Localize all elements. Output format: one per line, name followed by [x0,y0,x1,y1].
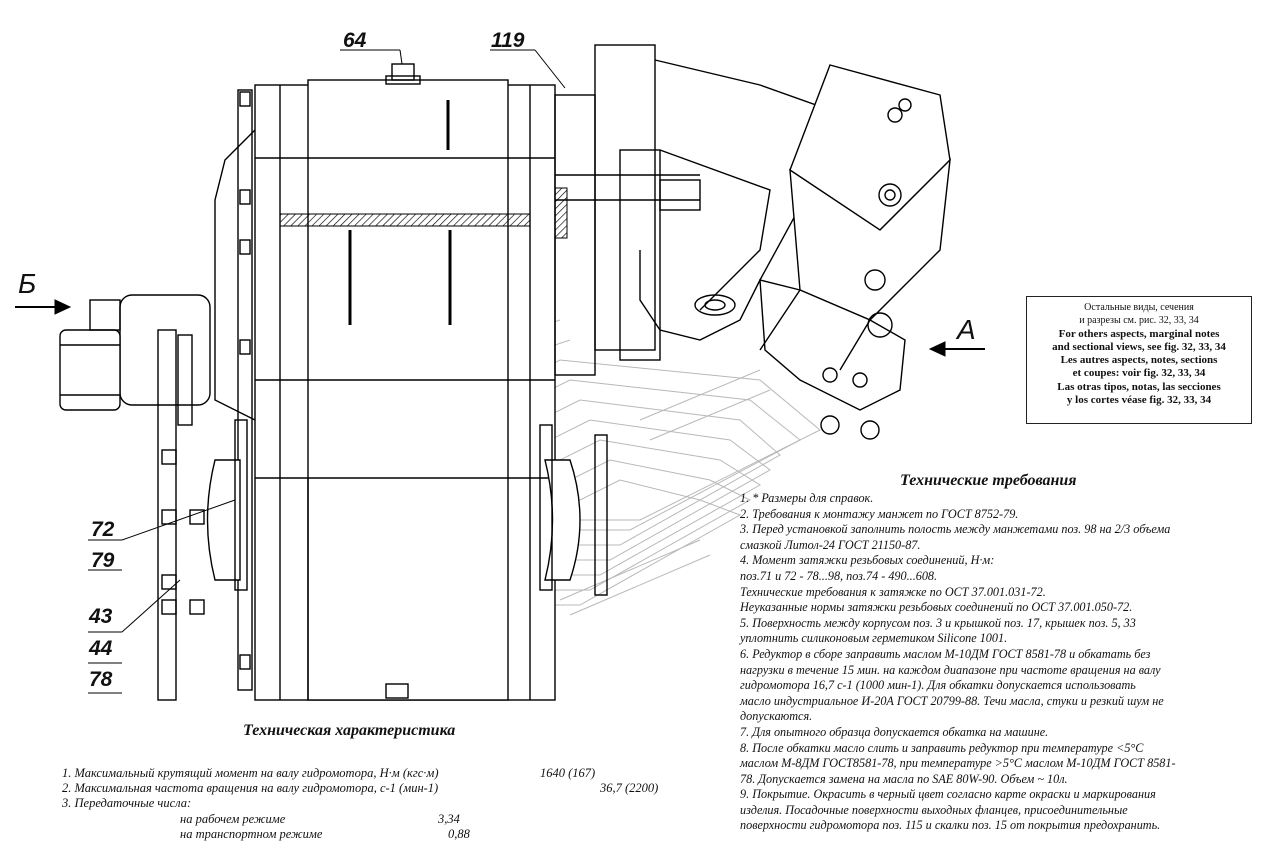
reference-note-line: и разрезы см. рис. 32, 33, 34 [1079,315,1199,327]
reference-note-line: For others aspects, marginal notes [1058,327,1220,340]
char-item2-label: 2. Максимальная частота вращения на валу… [62,781,439,795]
callout-79: 79 [91,549,115,572]
callout-72: 72 [91,518,115,541]
requirement-line: 2. Требования к монтажу манжет по ГОСТ 8… [740,506,1019,521]
requirement-line: маслом М-8ДМ ГОСТ8581-78, при температур… [740,756,1176,771]
requirement-line: допускаются. [740,709,813,724]
callout-leaders [88,49,566,694]
requirement-line: Технические требования к затяжке по ОСТ … [740,584,1046,599]
char-mode-work-value: 3,34 [438,812,460,826]
callout-78: 78 [89,668,113,691]
requirement-line: поверхности гидромотора поз. 115 и скалк… [740,818,1161,833]
view-label-b: Б [18,268,37,299]
requirement-line: 78. Допускается замена на масла по SAE 8… [740,771,1068,786]
requirement-line: нагрузки в течение 15 мин. на каждом диа… [740,662,1161,677]
char-mode-work-label: на рабочем режиме [180,812,286,826]
requirement-line: масло индустриальное И-20А ГОСТ 20799-88… [740,693,1164,708]
char-item1-label: 1. Максимальный крутящий момент на валу … [62,766,439,780]
view-label-a: А [957,314,976,345]
callout-119: 119 [491,29,525,52]
hatched-sections [279,187,568,239]
reference-note-line: Las otras tipos, notas, las secciones [1057,380,1221,393]
reference-note-line: et coupes: voir fig. 32, 33, 34 [1072,367,1206,380]
requirements-list: 1. * Размеры для справок. 2. Требования … [740,491,1280,834]
requirement-line: гидромотора 16,7 с-1 (1000 мин-1). Для о… [740,678,1136,693]
requirement-line: 3. Перед установкой заполнить полость ме… [740,522,1171,537]
requirement-line: 1. * Размеры для справок. [740,491,874,505]
view-arrow-shapes [15,299,985,357]
requirements-title: Технические требования [900,472,1077,489]
gearbox-body-lines [59,44,951,701]
callout-43: 43 [89,605,113,628]
requirement-line: 9. Покрытие. Окрасить в черный цвет согл… [740,787,1156,802]
reference-note-line: y los cortes véase fig. 32, 33, 34 [1066,394,1212,407]
callout-44: 44 [89,637,113,660]
requirement-line: 7. Для опытного образца допускается обка… [740,724,1049,739]
char-item1-value: 1640 (167) [540,766,596,780]
char-mode-transport-value: 0,88 [448,827,470,841]
reference-note-line: and sectional views, see fig. 32, 33, 34 [1052,340,1226,353]
background-isometric-outlines [399,319,821,616]
char-item3-label: 3. Передаточные числа: [62,796,192,810]
char-mode-transport-label: на транспортном режиме [180,827,323,841]
reference-note-line: Остальные виды, сечения [1084,302,1194,313]
requirement-line: 8. После обкатки масло слить и заправить… [740,740,1144,755]
requirement-line: 6. Редуктор в сборе заправить маслом М-1… [740,646,1151,661]
reference-note-box: Остальные виды, сечения и разрезы см. ри… [1026,296,1252,424]
requirement-line: 5. Поверхность между корпусом поз. 3 и к… [740,615,1136,630]
requirement-line: поз.71 и 72 - 78...98, поз.74 - 490...60… [740,568,938,583]
requirement-line: Неуказанные нормы затяжки резьбовых соед… [740,600,1133,615]
requirement-line: 4. Момент затяжки резьбовых соединений, … [740,553,995,568]
reference-note-line: Les autres aspects, notes, sections [1060,354,1218,367]
requirement-line: изделия. Посадочные поверхности выходных… [740,802,1128,817]
requirement-line: уплотнить силиконовым герметиком Silicon… [740,631,1008,646]
characteristics-title: Техническая характеристика [243,722,456,739]
callout-64: 64 [343,29,367,52]
char-item2-value: 36,7 (2200) [600,781,659,795]
requirement-line: смазкой Литол-24 ГОСТ 21150-87. [740,537,921,552]
